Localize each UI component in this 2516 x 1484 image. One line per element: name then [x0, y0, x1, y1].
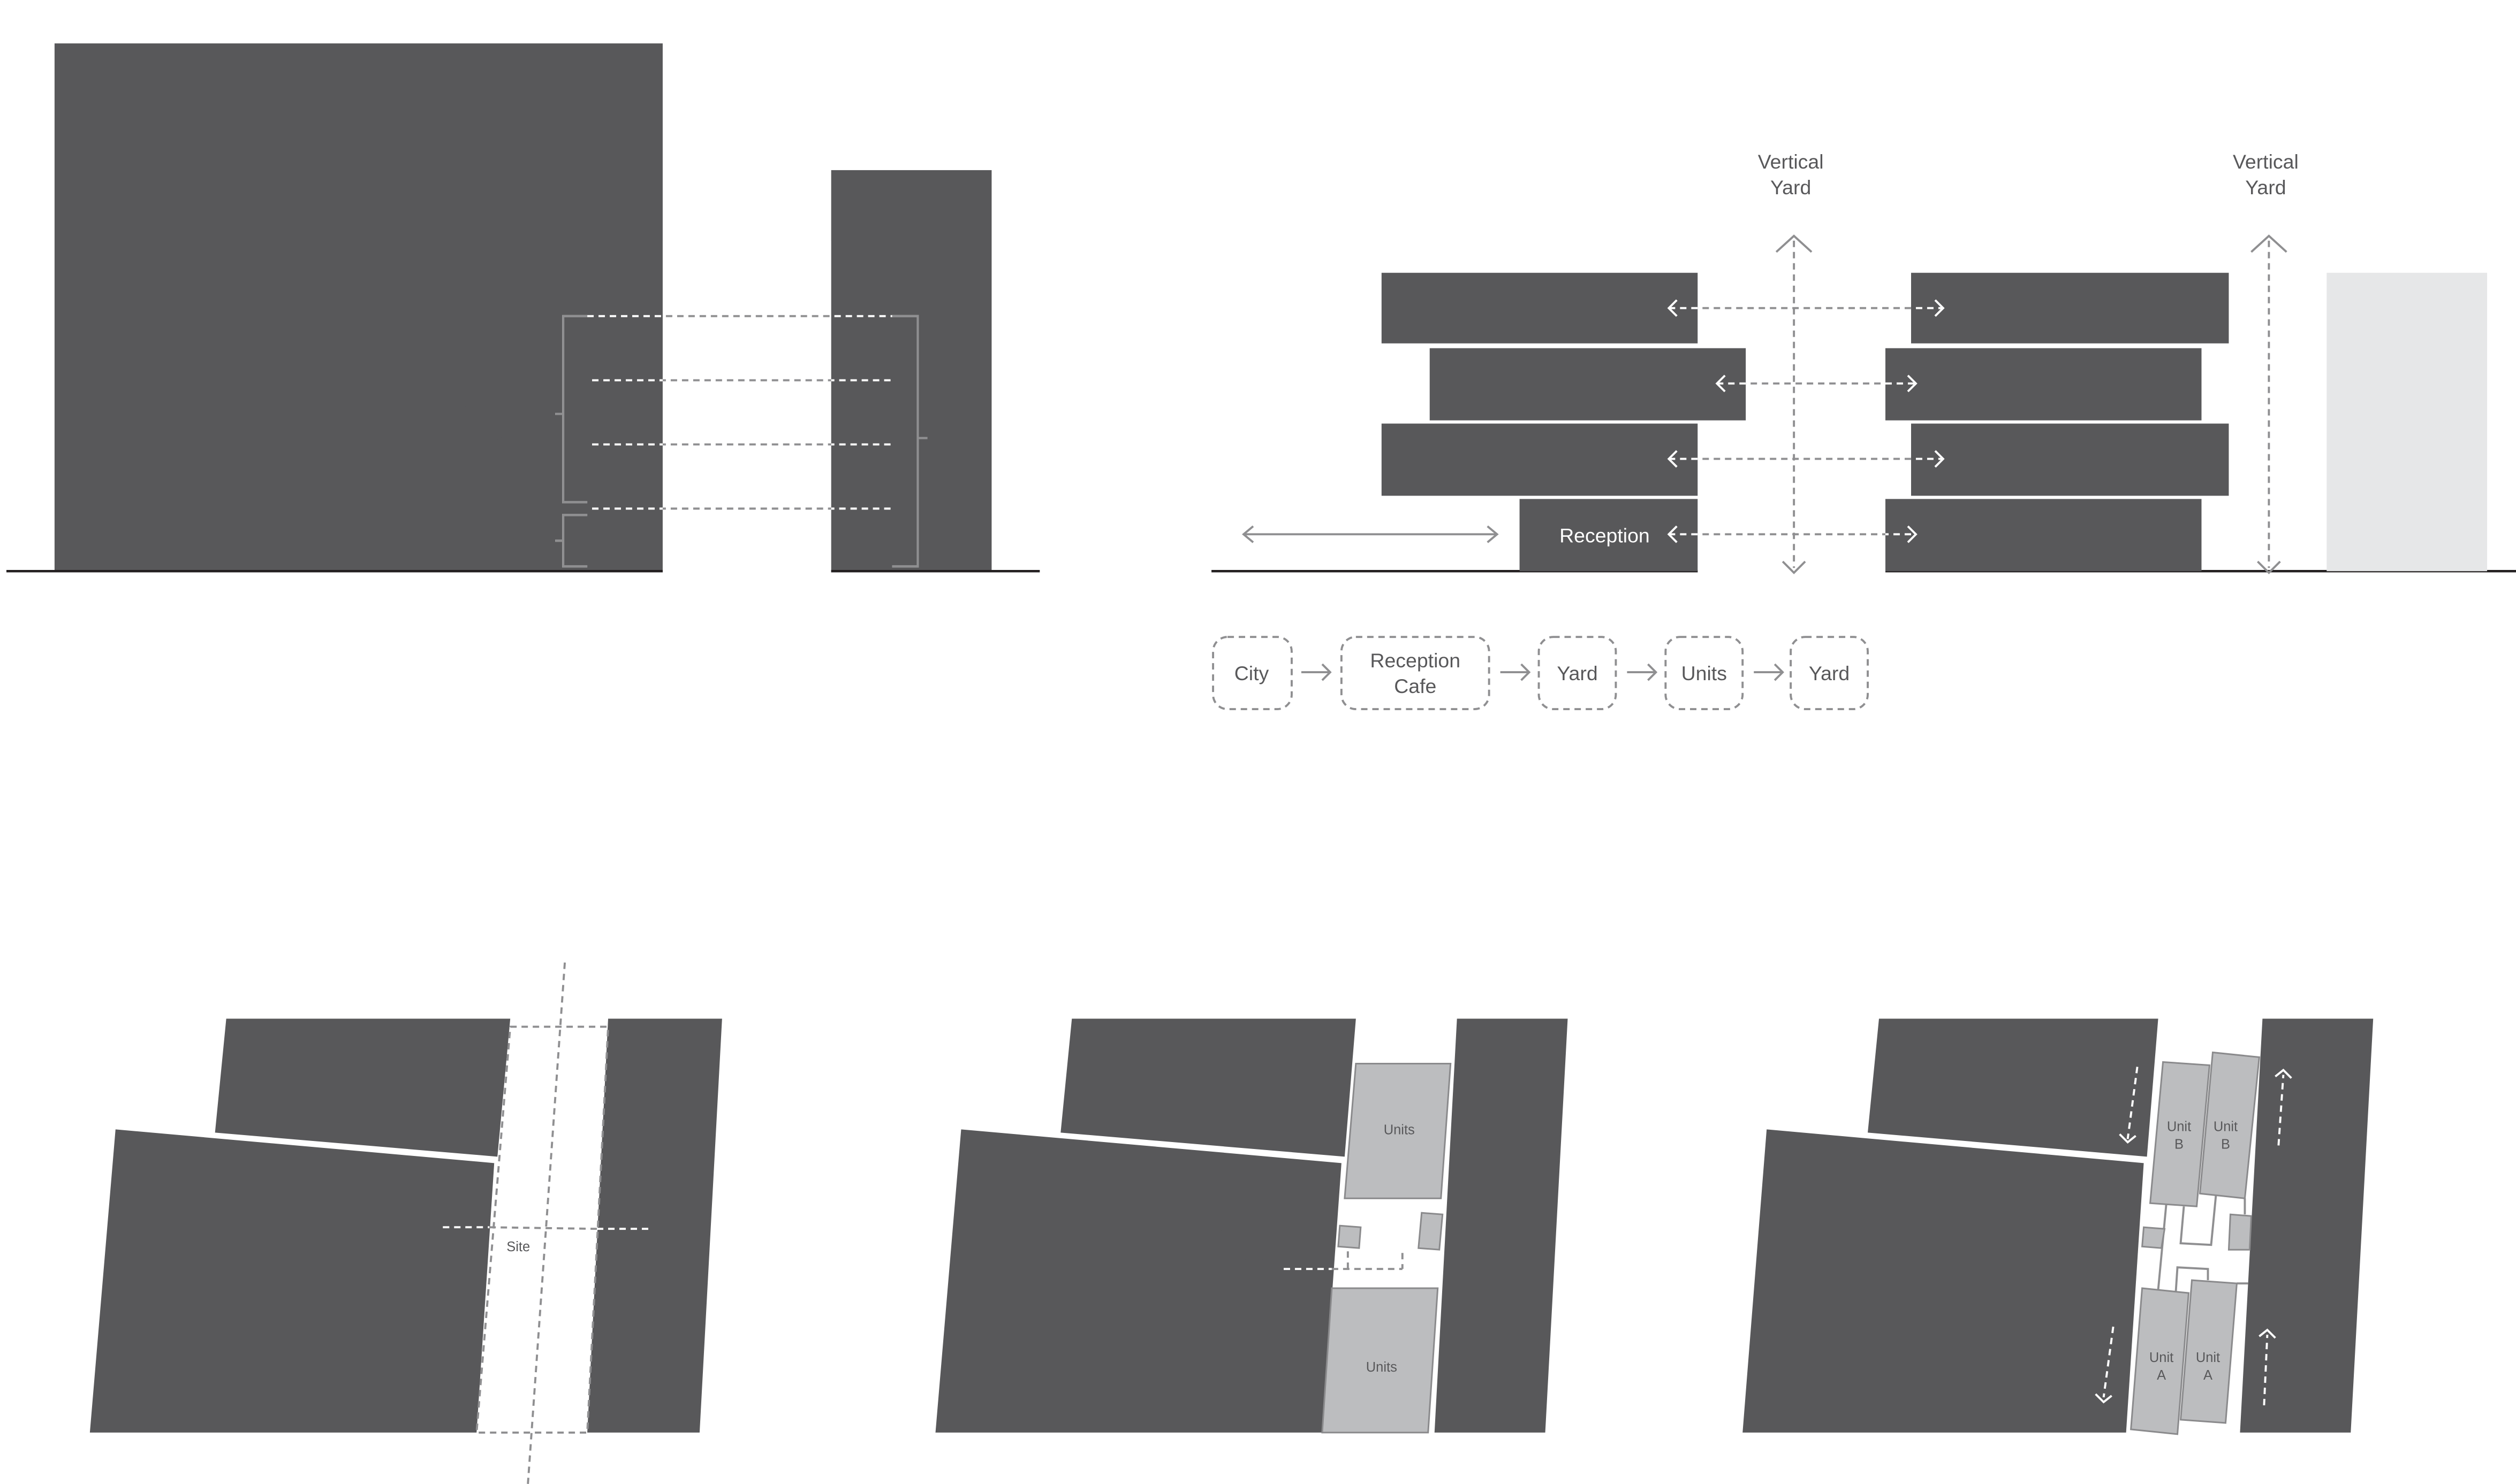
site-plan: Site [89, 962, 722, 1484]
elevation-diagram: Residential Units Public 12m [6, 43, 1040, 594]
units-label: Units [1384, 1122, 1415, 1137]
units-block [1321, 1287, 1439, 1434]
unit-label: A [2203, 1368, 2212, 1383]
flow-step-label: Reception [1370, 649, 1460, 672]
site-axis [527, 962, 566, 1484]
neighbor-building [831, 170, 992, 572]
tall-building [54, 43, 663, 572]
circulation-arrows [2095, 1067, 2292, 1406]
units-block [1344, 1062, 1452, 1199]
flow-step-city [1212, 636, 1293, 711]
unit-a [2179, 1279, 2238, 1424]
unit-label: B [2221, 1137, 2230, 1152]
vertical-yard-label: Yard [2245, 176, 2286, 199]
slab [1885, 348, 2202, 421]
site-label: Site [506, 1239, 530, 1254]
vertical-access-label: Access [1210, 1251, 1275, 1273]
flow-step-label: Yard [1809, 662, 1850, 684]
flow-step-label: Yard [1557, 662, 1597, 684]
flow-step-yard [1537, 636, 1617, 711]
unit-label: Unit [2196, 1350, 2220, 1365]
building-block [587, 1018, 722, 1433]
neighbor-building [2326, 272, 2488, 572]
vertical-access-core [2227, 1213, 2252, 1251]
vertical-access-label: Vertical [1209, 1223, 1275, 1246]
section-diagram: Vertical Yard Vertical Yard Reception [1211, 150, 2516, 575]
slab [1381, 423, 1698, 496]
flow-arrows [1301, 663, 1784, 681]
flow-step-label: Cafe [1394, 675, 1436, 697]
unit-label: Unit [2149, 1350, 2173, 1365]
flow-step-units [1664, 636, 1744, 711]
units-label: Units [1366, 1360, 1397, 1375]
slab [1911, 272, 2229, 344]
vertical-yard-label: Vertical [2233, 150, 2299, 173]
unit-label: Unit [2167, 1119, 2191, 1134]
reception-label: Reception [1559, 524, 1650, 546]
vertical-access-core [2141, 1226, 2166, 1249]
building-block [1434, 1018, 1568, 1433]
unit-label: A [2157, 1368, 2166, 1383]
reception-slab [1519, 499, 1698, 572]
building-block [215, 1018, 511, 1157]
vertical-access-core [1418, 1212, 1444, 1251]
slab [1429, 348, 1746, 421]
flow-step-yard [1790, 636, 1869, 711]
floor-lines [555, 240, 928, 594]
height-label: 12m [937, 428, 976, 450]
vertical-access-core [1337, 1224, 1362, 1249]
slab [1381, 272, 1698, 344]
circulation-flow: City Reception Cafe Yard Units Yard [1212, 636, 1869, 711]
vertical-yard-arrow [1775, 234, 2287, 575]
slab [1885, 499, 2202, 572]
unit-label: Unit [2214, 1119, 2238, 1134]
unit-label: B [2174, 1137, 2184, 1152]
unit-types-plan: Unit B Unit B Unit A Unit A [1742, 1018, 2374, 1435]
vertical-yard-label: Yard [1770, 176, 1811, 199]
unit-b [2149, 1061, 2211, 1207]
residential-label: Residential [438, 394, 537, 417]
horizontal-connections [1667, 272, 1945, 573]
city-access-arrow [1241, 525, 1499, 543]
building-block [935, 1129, 1342, 1433]
flow-step-reception-cafe [1340, 636, 1490, 711]
slab [1911, 423, 2229, 496]
public-label: Public [481, 522, 536, 545]
unit-a [2130, 1287, 2190, 1435]
units-plan: Units Units Vertical Access [935, 1018, 1568, 1434]
building-block [1868, 1018, 2158, 1157]
building-block [1742, 1129, 2144, 1433]
vertical-yard-label: Vertical [1758, 150, 1824, 173]
building-block [89, 1129, 495, 1433]
building-block [2240, 1018, 2374, 1433]
flow-step-label: City [1234, 662, 1269, 684]
residential-label: Units [465, 421, 511, 444]
flow-step-label: Units [1681, 662, 1727, 684]
unit-b [2199, 1051, 2261, 1199]
building-block [1060, 1018, 1356, 1157]
